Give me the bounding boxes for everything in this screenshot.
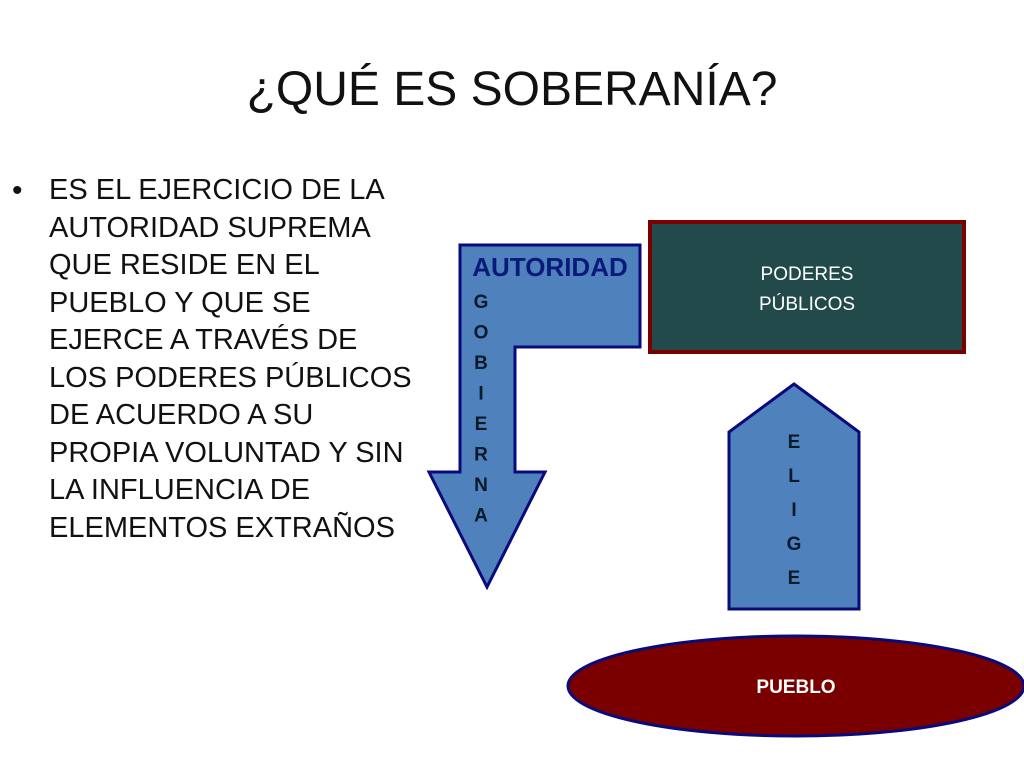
gobierna-letter-2: B: [474, 353, 488, 374]
elige-letter-4: E: [788, 568, 801, 589]
gobierna-letter-4: E: [475, 414, 488, 435]
gobierna-letter-1: O: [474, 323, 489, 344]
bullet-text: ES EL EJERCICIO DE LA AUTORIDAD SUPREMA …: [49, 174, 412, 544]
bullet-dot-icon: •: [12, 174, 23, 207]
pueblo-label: PUEBLO: [756, 677, 835, 698]
poderes-label-line1: PODERES: [761, 264, 854, 285]
poderes-label-line2: PÚBLICOS: [759, 293, 855, 315]
pueblo-ellipse: [566, 634, 1024, 738]
gobierna-letter-0: G: [474, 292, 489, 313]
elige-letter-1: L: [788, 466, 800, 487]
elige-letter-0: E: [788, 432, 801, 453]
elige-letter-3: G: [787, 534, 802, 555]
gobierna-bent-arrow: [426, 243, 642, 591]
elige-up-arrow: [727, 382, 861, 611]
slide-title: ¿QUÉ ES SOBERANÍA?: [246, 63, 778, 116]
poderes-publicos-box: [648, 220, 966, 354]
gobierna-letter-7: A: [474, 506, 488, 527]
gobierna-letter-6: N: [474, 475, 488, 496]
gobierna-letter-3: I: [478, 384, 483, 405]
gobierna-letter-5: R: [474, 445, 488, 466]
elige-letter-2: I: [791, 500, 796, 521]
autoridad-label: AUTORIDAD: [472, 252, 628, 282]
